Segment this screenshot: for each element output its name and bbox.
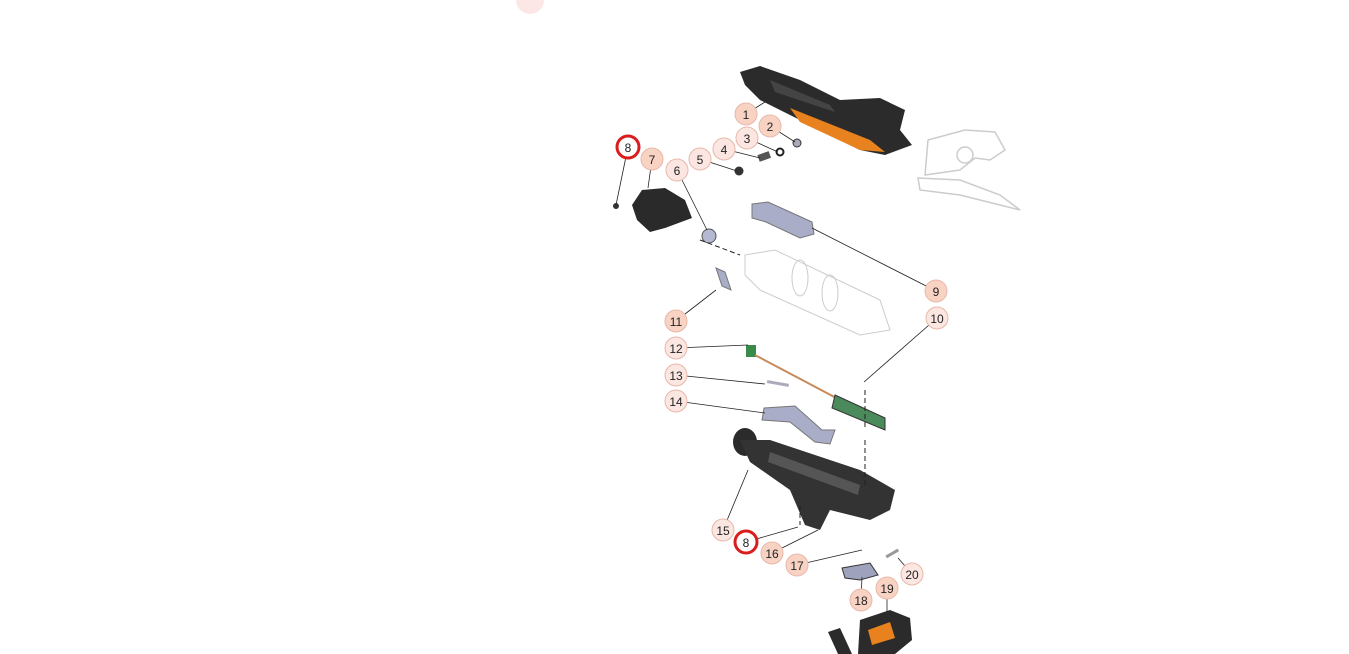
callout-circle bbox=[665, 158, 689, 182]
leader-line bbox=[675, 344, 749, 349]
callout-5[interactable]: 5 bbox=[688, 147, 712, 171]
callout-circle bbox=[664, 336, 688, 360]
callout-label: 4 bbox=[721, 143, 728, 157]
callout-label: 15 bbox=[716, 524, 730, 538]
callout-19[interactable]: 19 bbox=[875, 576, 899, 600]
callout-label: 16 bbox=[765, 547, 779, 561]
callout-15[interactable]: 15 bbox=[711, 518, 735, 542]
callout-14[interactable]: 14 bbox=[664, 389, 688, 413]
callout-1[interactable]: 1 bbox=[734, 102, 758, 126]
callout-circle bbox=[733, 529, 759, 555]
lower-grip-part bbox=[828, 610, 912, 654]
callout-label: 18 bbox=[854, 594, 868, 608]
callout-label: 6 bbox=[674, 164, 681, 178]
callout-9[interactable]: 9 bbox=[924, 279, 948, 303]
callout-12[interactable]: 12 bbox=[664, 336, 688, 360]
callout-10[interactable]: 10 bbox=[925, 306, 949, 330]
callout-label: 2 bbox=[767, 120, 774, 134]
callout-circle bbox=[735, 126, 759, 150]
leader-line bbox=[811, 227, 937, 292]
callout-circle bbox=[734, 102, 758, 126]
callout-8[interactable]: 8 bbox=[615, 134, 641, 160]
callout-circle bbox=[875, 576, 899, 600]
strip-13 bbox=[766, 380, 790, 387]
cover-plate-9 bbox=[751, 201, 815, 239]
callout-6[interactable]: 6 bbox=[665, 158, 689, 182]
callout-8[interactable]: 8 bbox=[733, 529, 759, 555]
callout-circle bbox=[849, 588, 873, 612]
callout-circle bbox=[640, 147, 664, 171]
callout-3[interactable]: 3 bbox=[735, 126, 759, 150]
circuit-board-part bbox=[746, 345, 886, 431]
callout-label: 9 bbox=[933, 285, 940, 299]
callout-label: 20 bbox=[905, 568, 919, 582]
callout-16[interactable]: 16 bbox=[760, 541, 784, 565]
callout-20[interactable]: 20 bbox=[900, 562, 924, 586]
callout-circle bbox=[688, 147, 712, 171]
callout-circle bbox=[712, 137, 736, 161]
callout-circle bbox=[760, 541, 784, 565]
callout-label: 14 bbox=[669, 395, 683, 409]
leader-line bbox=[675, 374, 766, 385]
assembly-axis-line bbox=[699, 239, 741, 256]
callout-label: 5 bbox=[697, 153, 704, 167]
callout-2[interactable]: 2 bbox=[758, 114, 782, 138]
callout-7[interactable]: 7 bbox=[640, 147, 664, 171]
trigger-part bbox=[841, 562, 879, 581]
callout-label: 17 bbox=[790, 559, 804, 573]
upper-handle-part bbox=[740, 66, 912, 155]
callout-13[interactable]: 13 bbox=[664, 363, 688, 387]
callout-label: 8 bbox=[743, 536, 750, 550]
callout-label: 10 bbox=[930, 312, 944, 326]
callout-4[interactable]: 4 bbox=[712, 137, 736, 161]
leader-lines bbox=[615, 101, 938, 612]
callout-label: 13 bbox=[669, 369, 683, 383]
callout-circle bbox=[758, 114, 782, 138]
callout-circle bbox=[664, 363, 688, 387]
cover-plate-14 bbox=[761, 405, 836, 445]
callout-circle bbox=[785, 553, 809, 577]
callout-17[interactable]: 17 bbox=[785, 553, 809, 577]
leader-line bbox=[863, 317, 938, 383]
end-cap-part bbox=[632, 188, 692, 232]
pruner-reference-image bbox=[917, 129, 1021, 211]
leader-line bbox=[675, 400, 766, 414]
cover-plate-11 bbox=[715, 267, 732, 291]
callout-label: 12 bbox=[669, 342, 683, 356]
callout-circle bbox=[900, 562, 924, 586]
lower-housing-part bbox=[733, 428, 895, 530]
hardware-parts bbox=[613, 138, 802, 244]
motor-reference bbox=[744, 249, 891, 336]
callout-11[interactable]: 11 bbox=[664, 309, 688, 333]
scroll-indicator-dot bbox=[516, 0, 544, 14]
callout-circle bbox=[615, 134, 641, 160]
callout-circle bbox=[925, 306, 949, 330]
callout-label: 19 bbox=[880, 582, 894, 596]
callout-18[interactable]: 18 bbox=[849, 588, 873, 612]
callout-label: 1 bbox=[743, 108, 750, 122]
pin-20 bbox=[885, 548, 900, 559]
callout-circle bbox=[924, 279, 948, 303]
callout-label: 3 bbox=[744, 132, 751, 146]
callout-circle bbox=[711, 518, 735, 542]
callout-circle bbox=[664, 389, 688, 413]
callout-label: 7 bbox=[649, 153, 656, 167]
assembly-axis-lines bbox=[699, 239, 866, 525]
callout-label: 8 bbox=[625, 141, 632, 155]
callout-circle bbox=[664, 309, 688, 333]
callout-label: 11 bbox=[670, 315, 683, 329]
